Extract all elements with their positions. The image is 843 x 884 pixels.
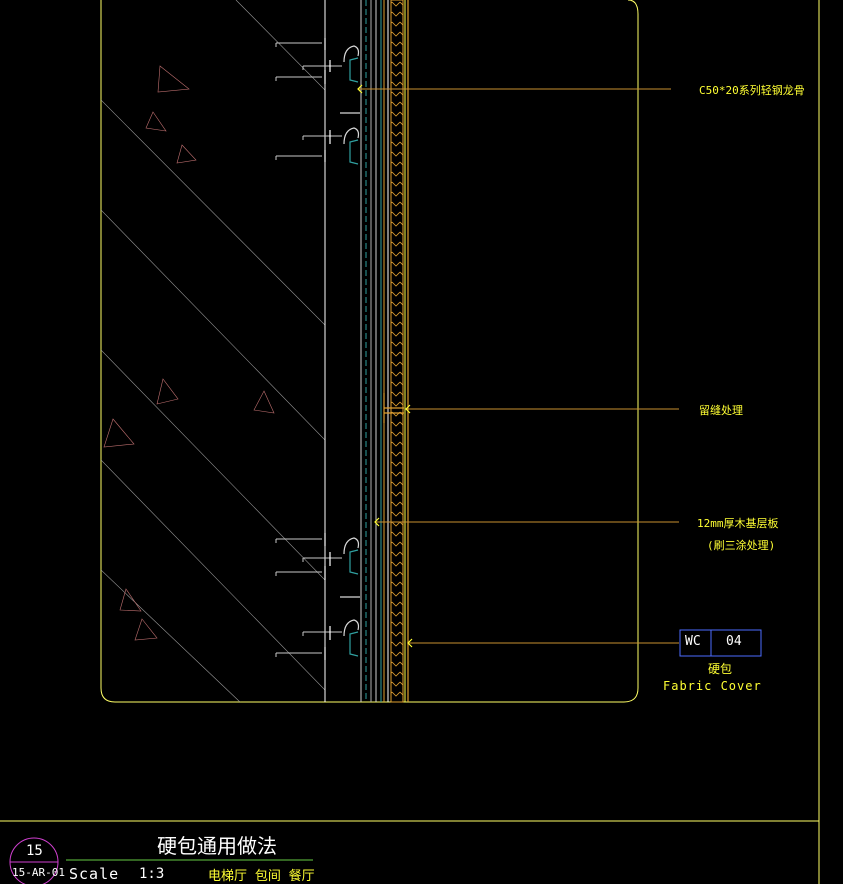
bolt-nuts (324, 38, 331, 660)
callout-board-2: (刷三涂处理) (707, 539, 776, 552)
tag-number: 04 (726, 634, 742, 649)
wood-board-layer (390, 0, 404, 703)
joint-detail (383, 393, 404, 423)
anchor-bolts (275, 42, 342, 657)
concrete-hatch (101, 0, 325, 702)
frame-outline (100, 0, 639, 703)
sheet-ref: 15-AR-01 (12, 866, 65, 879)
scale-value: 1:3 (139, 866, 165, 882)
clip-brackets (340, 45, 360, 637)
callout-keel: C50*20系列轻钢龙骨 (699, 84, 805, 97)
material-tag-box (679, 629, 762, 657)
callout-joint: 留缝处理 (699, 404, 743, 417)
detail-number: 15 (26, 843, 43, 859)
detail-title: 硬包通用做法 (157, 834, 277, 858)
material-name: 硬包 (708, 662, 733, 676)
wall-layers (360, 0, 389, 702)
material-en: Fabric Cover (663, 679, 762, 693)
leader-arrows (357, 84, 413, 648)
scale-label: Scale (69, 865, 120, 883)
room-list: 电梯厅 包间 餐厅 (208, 869, 315, 884)
tag-code: WC (685, 634, 701, 649)
callout-board-1: 12mm厚木基层板 (697, 517, 779, 530)
leader-lines (358, 88, 679, 644)
keel-channels (349, 57, 359, 657)
